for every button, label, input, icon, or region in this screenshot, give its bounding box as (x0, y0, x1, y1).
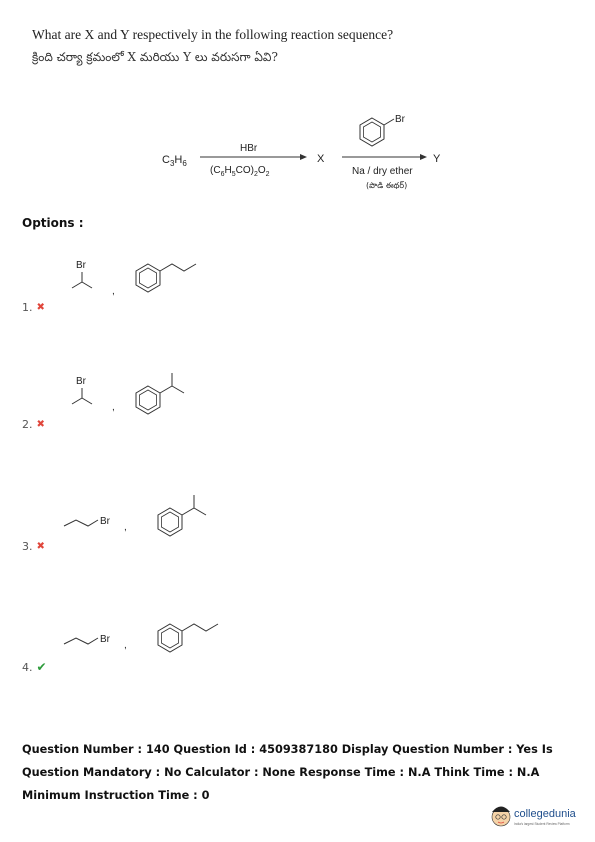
option-2-number[interactable]: 2. ✖ (22, 418, 45, 431)
option-4-separator: , (124, 640, 127, 651)
question-telugu: క్రింది చర్యా క్రమంలో X మరియు Y లు వరుసగ… (32, 50, 278, 64)
option-1-separator: , (112, 286, 115, 297)
reagent-top-label: HBr (240, 143, 258, 154)
option-1-structures: Br , (71, 260, 197, 297)
cross-icon: ✖ (36, 541, 45, 552)
option-3-cumene (157, 495, 207, 537)
option-4-propylbenzene (157, 623, 219, 653)
option-3-structures: Br , (63, 495, 207, 537)
cross-icon: ✖ (36, 302, 45, 313)
option-4-structures: Br , (63, 623, 219, 653)
option-2-cumene (135, 373, 185, 415)
option-4-propyl-bromide: Br (63, 634, 111, 645)
option-1-number[interactable]: 1. ✖ (22, 301, 45, 314)
second-reagent-telugu-label: (పొడి ఈథర్) (366, 181, 407, 190)
svg-text:Br: Br (76, 376, 87, 387)
bromobenzene-structure (359, 117, 395, 147)
reactant-label: C3H6 (162, 154, 187, 168)
reaction-scheme: C3H6 HBr (C6H5CO)2O2 X Br Y Na / dry eth… (162, 114, 441, 190)
option-3-number[interactable]: 3. ✖ (22, 540, 45, 553)
second-reagent-bottom-label: Na / dry ether (352, 166, 413, 177)
collegedunia-logo: collegedunia India's largest Student Rev… (491, 806, 577, 827)
cross-icon: ✖ (36, 419, 45, 430)
svg-text:Br: Br (76, 260, 87, 271)
reagent-bottom-label: (C6H5CO)2O2 (210, 165, 270, 178)
option-3-separator: , (124, 522, 127, 533)
option-2-isopropyl-bromide: Br (71, 376, 93, 405)
question-metadata: Question Number : 140 Question Id : 4509… (22, 743, 553, 802)
mascot-icon (491, 806, 511, 827)
intermediate-label: X (317, 153, 325, 165)
option-2-structures: Br , (71, 373, 185, 415)
check-icon: ✔ (36, 660, 47, 674)
option-1-isopropyl-bromide: Br (71, 260, 93, 289)
reaction-arrow-2-head (420, 154, 427, 160)
product-label: Y (433, 153, 441, 165)
reaction-arrow-1-head (300, 154, 307, 160)
logo-tagline: India's largest Student Review Platform (514, 822, 570, 826)
option-3-propyl-bromide: Br (63, 516, 111, 527)
bromobenzene-br-label: Br (395, 114, 406, 125)
svg-text:Br: Br (100, 516, 111, 527)
svg-text:Br: Br (100, 634, 111, 645)
option-4-number[interactable]: 4. ✔ (22, 660, 47, 674)
option-2-separator: , (112, 402, 115, 413)
question-english: What are X and Y respectively in the fol… (32, 27, 394, 42)
options-label: Options : (22, 216, 84, 230)
option-1-propylbenzene (135, 263, 197, 293)
logo-brand: collegedunia (514, 808, 577, 820)
